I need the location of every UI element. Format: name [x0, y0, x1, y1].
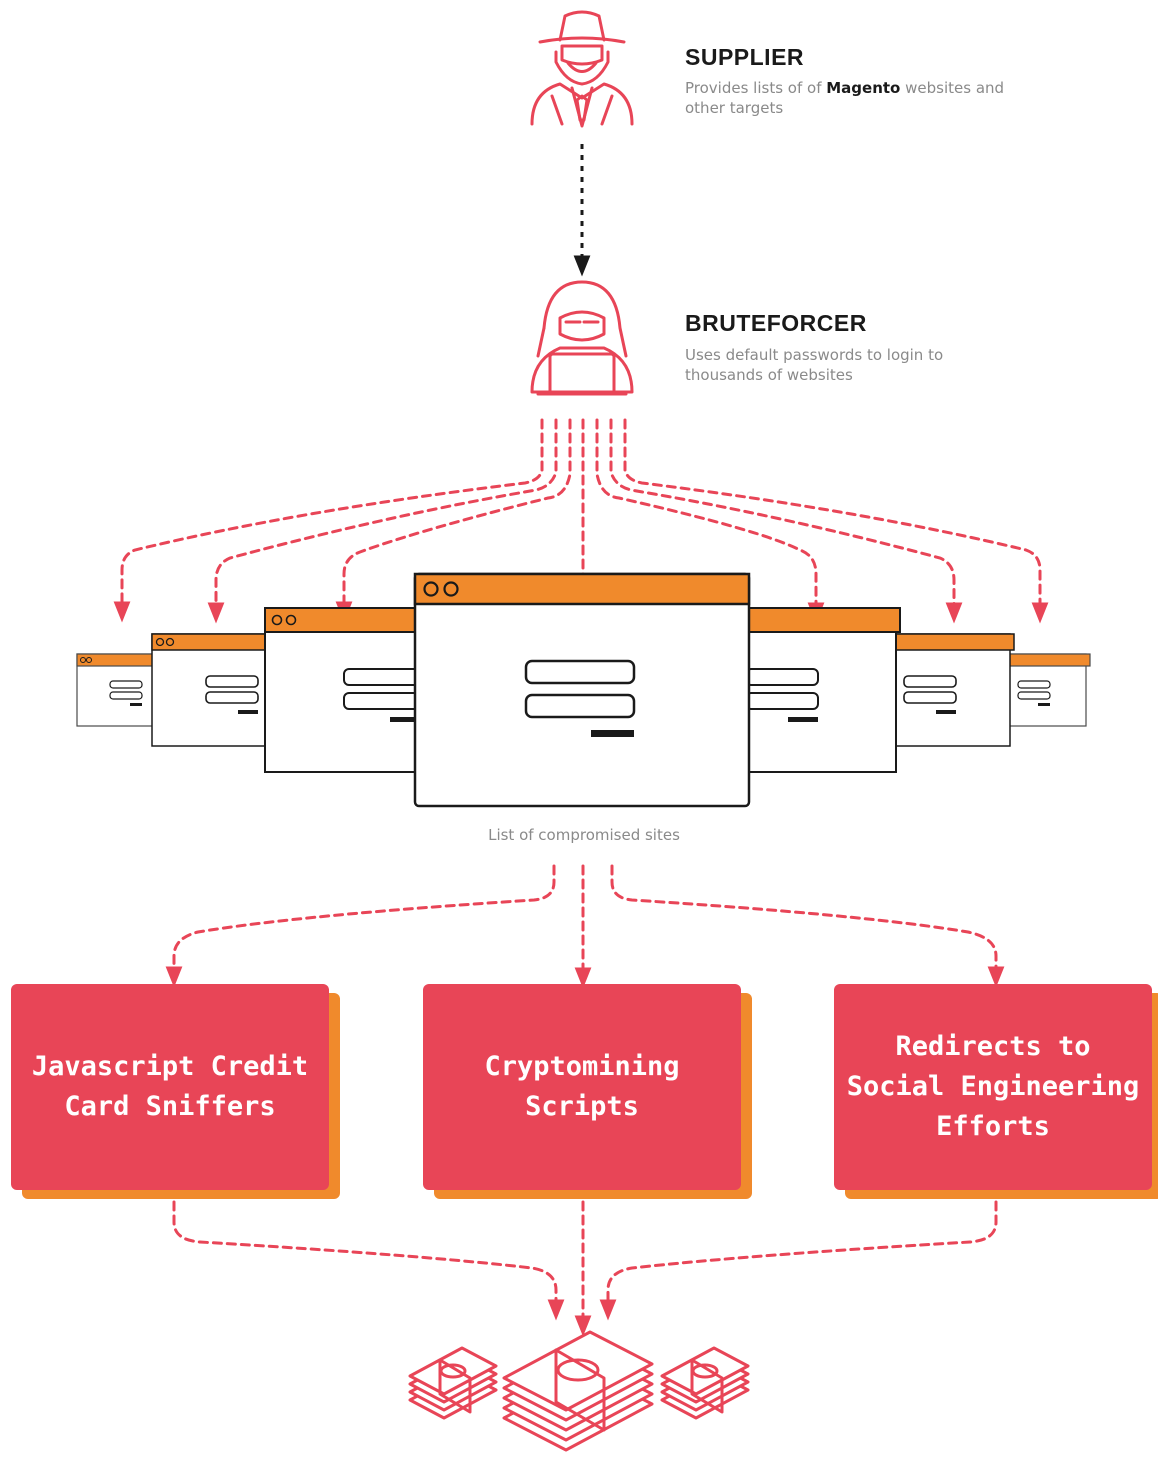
outcome-card-social-engineering: Redirects to Social Engineering Efforts	[834, 984, 1152, 1190]
site-window	[76, 653, 158, 727]
site-window	[891, 633, 1015, 747]
money-stack-small-left	[408, 1346, 498, 1420]
outcome-label: Redirects to Social Engineering Efforts	[846, 1031, 1140, 1142]
money-stack-icon	[408, 1330, 750, 1452]
money-stack-large	[502, 1330, 654, 1452]
sites-to-outcomes-arrows	[165, 864, 1005, 989]
bruteforcer-fanout-arrows	[113, 418, 1049, 631]
supplier-title: SUPPLIER	[685, 44, 805, 70]
hooded-hacker-icon	[530, 280, 634, 396]
supplier-description: Provides lists of of Magento websites an…	[685, 78, 1005, 118]
spy-hat-icon	[530, 10, 634, 128]
outcomes-to-money-arrows	[172, 1200, 998, 1337]
supplier-description-suffix: websites and other targets	[685, 79, 1005, 117]
outcome-card-cc-sniffers: Javascript Credit Card Sniffers	[11, 984, 329, 1190]
site-window	[737, 607, 901, 773]
browser-login-window-icon	[76, 572, 1091, 808]
bruteforcer-description: Uses default passwords to login to thous…	[685, 346, 944, 384]
bruteforcer-title: BRUTEFORCER	[685, 310, 867, 336]
compromised-sites-caption: List of compromised sites	[488, 826, 680, 844]
outcome-label: Javascript Credit Card Sniffers	[31, 1051, 309, 1122]
site-window-main	[413, 572, 751, 808]
site-window	[264, 607, 426, 773]
site-window	[151, 633, 273, 747]
supplier-description-prefix: Provides lists of of	[685, 79, 827, 97]
money-stack-small-right	[660, 1346, 750, 1420]
outcome-card-cryptomining: Cryptomining Scripts	[423, 984, 741, 1190]
outcome-label: Cryptomining Scripts	[484, 1051, 680, 1122]
magento-keyword: Magento	[826, 79, 901, 97]
site-window	[1007, 653, 1091, 727]
